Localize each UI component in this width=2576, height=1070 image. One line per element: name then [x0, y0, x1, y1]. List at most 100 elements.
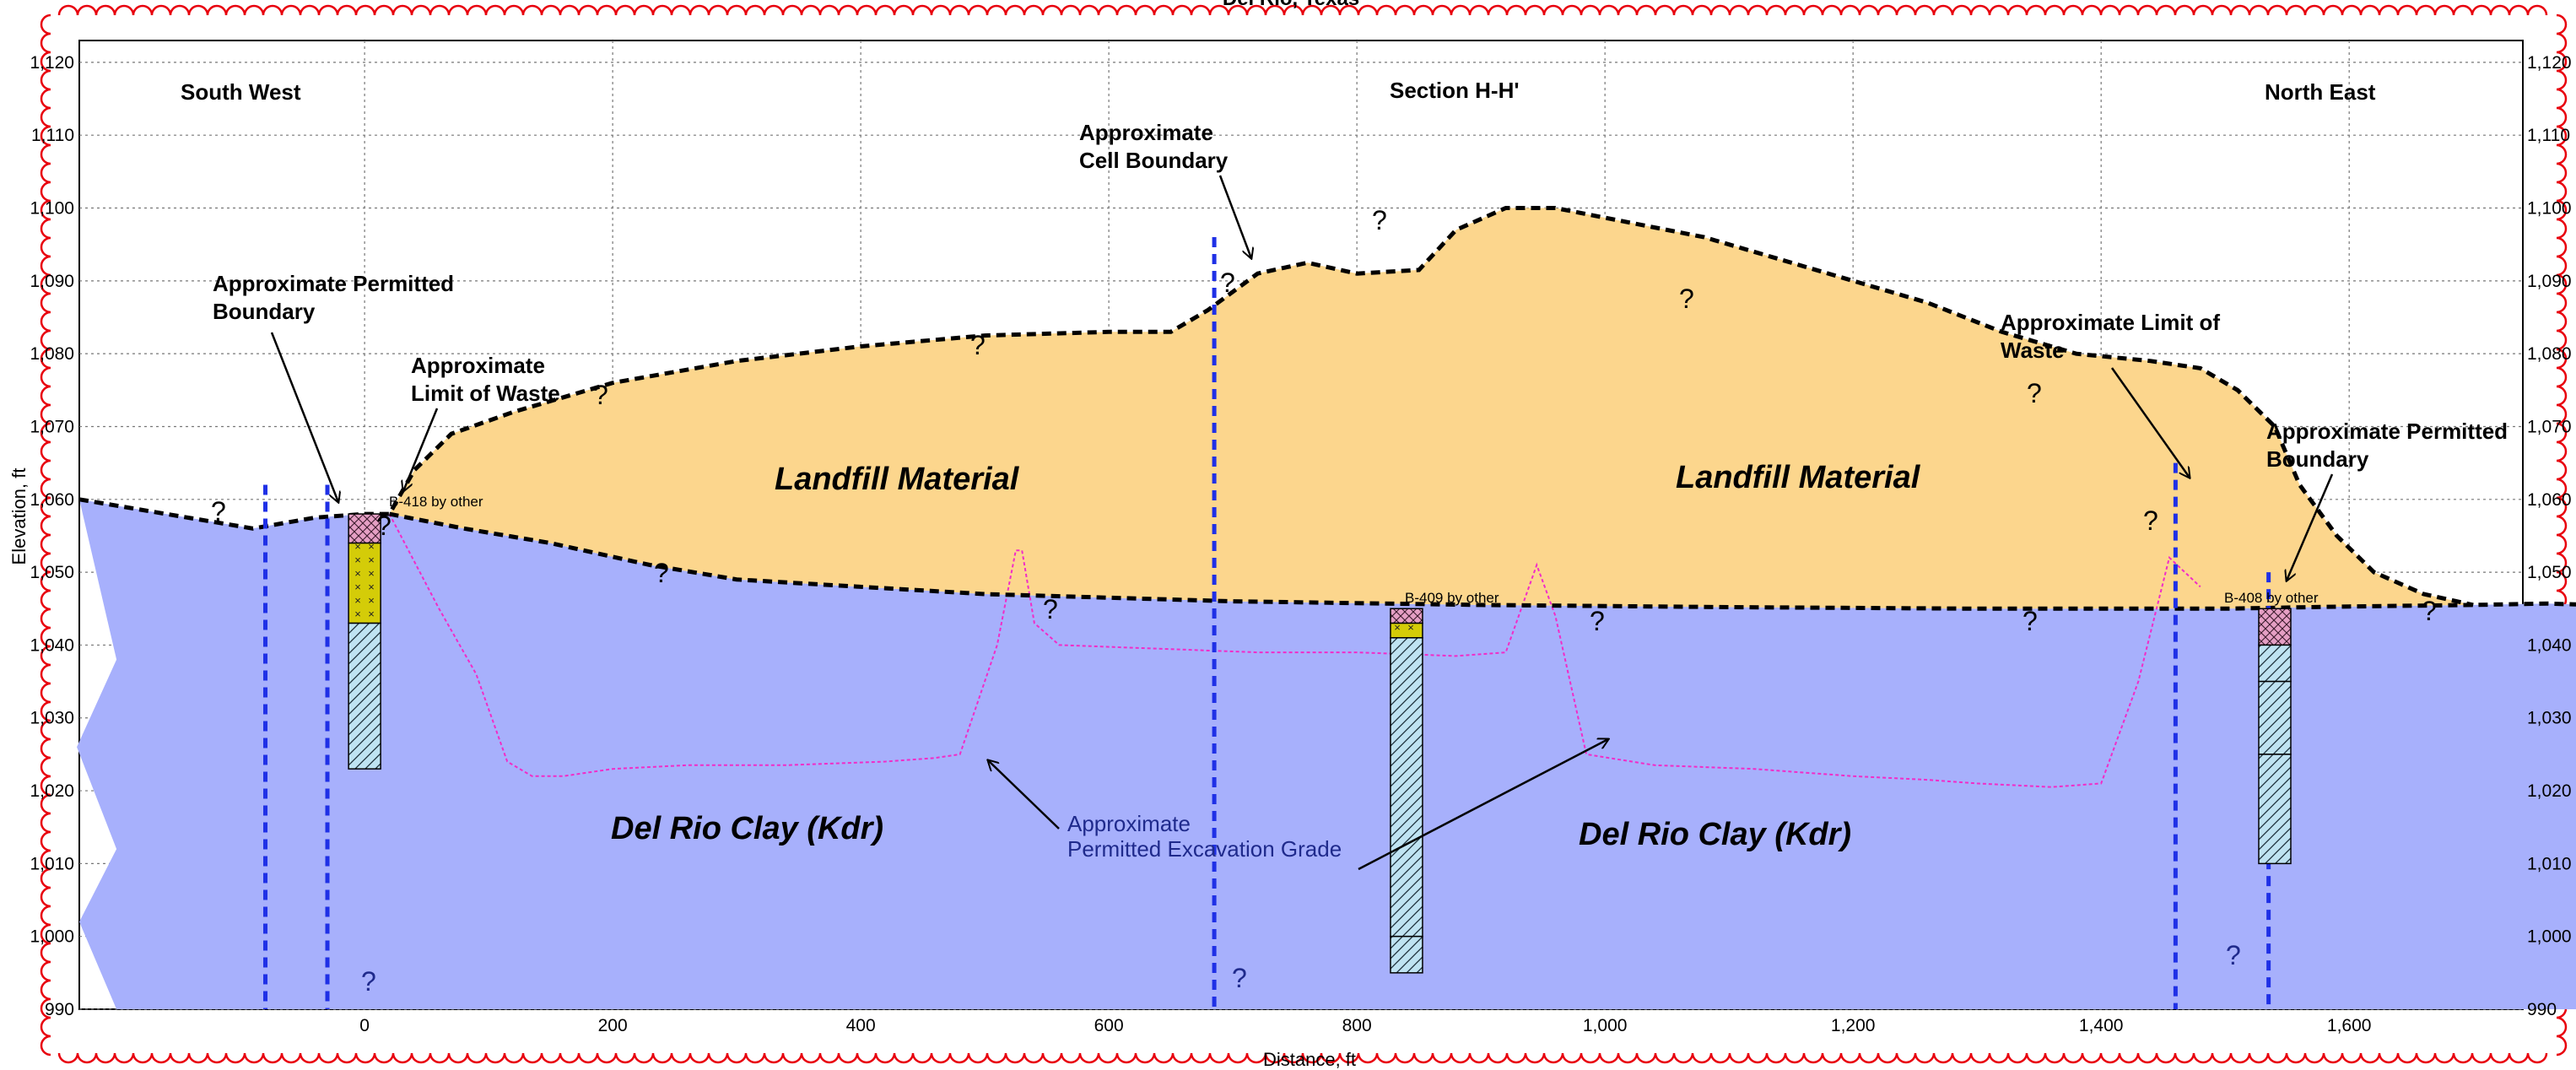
question-mark: ? — [1232, 963, 1247, 993]
top-surface-line — [78, 206, 2474, 608]
limit-of-waste-left-label: Approximate Limit of Waste — [411, 353, 560, 406]
x-tick-label: 1,600 — [2327, 1016, 2372, 1035]
boring-b408-label: B-408 by other — [2224, 590, 2319, 606]
arrow-excavation-grade-left — [988, 760, 1060, 830]
axis-ticks: 0 200 400 600 800 1,000 1,200 1,400 1,600 990 990 1… — [30, 53, 2571, 1035]
y-tick-label-left: 990 — [45, 1000, 74, 1019]
arrow-excavation-grade-right — [1358, 739, 1608, 871]
y-axis-title: Elevation, ft — [8, 468, 30, 565]
y-tick-label-right: 1,060 — [2527, 490, 2572, 510]
question-mark: ? — [970, 330, 986, 360]
y-tick-label-right: 1,000 — [2527, 927, 2572, 947]
y-tick-label-left: 1,070 — [30, 417, 74, 436]
north-east-label: North East — [2265, 79, 2376, 105]
x-tick-label: 400 — [846, 1016, 876, 1035]
boring-layer-segment — [1390, 935, 1423, 974]
boring-layer-segment — [2258, 608, 2292, 646]
question-mark: ? — [1043, 594, 1058, 624]
boring-layer-segment — [2258, 644, 2292, 683]
boring-layer-segment — [1390, 622, 1423, 639]
y-tick-label-right: 1,110 — [2527, 126, 2570, 145]
boring-b409-label: B-409 by other — [1405, 590, 1499, 606]
arrow-cell-boundary — [1218, 175, 1251, 258]
x-tick-label: 1,400 — [2079, 1016, 2124, 1035]
landfill-material-area — [389, 208, 2474, 609]
question-mark: ? — [2422, 596, 2437, 626]
x-tick-label: 1,000 — [1583, 1016, 1628, 1035]
landfill-base-line — [389, 511, 2576, 611]
limit-of-waste-right-line2: Waste — [2001, 338, 2065, 363]
y-tick-label-right: 1,010 — [2527, 854, 2572, 873]
del-rio-clay-area — [77, 499, 2576, 1009]
x-tick-label: 0 — [359, 1016, 370, 1035]
excavation-grade-line — [388, 513, 2201, 788]
y-tick-label-right: 1,120 — [2527, 53, 2572, 73]
excavation-grade-line1: Approximate — [1067, 811, 1191, 836]
permitted-boundary-right-label: Approximate Permitted Boundary — [2266, 419, 2514, 472]
boring-layer-segment — [1390, 608, 1423, 624]
permitted-boundary-right-line2: Boundary — [2266, 446, 2369, 472]
y-tick-label-left: 1,110 — [31, 126, 74, 145]
y-tick-label-left: 1,060 — [30, 490, 74, 510]
cell-boundary-line2: Cell Boundary — [1079, 148, 1229, 173]
boring-layer-segment — [1390, 637, 1423, 938]
landfill-label-left: Landfill Material — [775, 462, 1020, 497]
y-tick-label-left: 1,080 — [30, 344, 74, 364]
permitted-boundary-left-line2: Boundary — [213, 299, 316, 324]
question-mark: ? — [2143, 505, 2158, 536]
clay-label-left: Del Rio Clay (Kdr) — [611, 811, 883, 846]
question-mark: ? — [2226, 940, 2241, 970]
question-mark: ? — [1590, 606, 1605, 636]
x-tick-label: 1,200 — [1831, 1016, 1876, 1035]
boring-layer-segment — [2258, 680, 2292, 755]
y-tick-label-left: 1,040 — [30, 635, 74, 655]
y-tick-label-left: 1,010 — [30, 854, 74, 873]
permitted-boundary-left-label: Approximate Permitted Boundary — [213, 271, 460, 324]
y-tick-label-right: 1,090 — [2527, 272, 2572, 291]
header-fragment: Del Rio, Texas — [1223, 0, 1359, 10]
question-mark: ? — [654, 558, 669, 588]
limit-of-waste-left-line1: Approximate — [411, 353, 545, 378]
y-tick-label-right: 990 — [2527, 1000, 2557, 1019]
question-mark: ? — [2027, 378, 2042, 408]
boring-logs — [348, 513, 2292, 974]
y-tick-label-left: 1,120 — [30, 53, 74, 73]
geology-layers — [77, 206, 2576, 1009]
limit-of-waste-right-label: Approximate Limit of Waste — [2001, 310, 2226, 363]
y-tick-label-left: 1,000 — [30, 927, 74, 947]
arrow-limit-of-waste-right — [2110, 367, 2190, 478]
clay-label-right: Del Rio Clay (Kdr) — [1579, 817, 1851, 852]
x-axis-title: Distance, ft — [1263, 1049, 1356, 1070]
y-tick-label-left: 1,100 — [30, 199, 74, 219]
south-west-label: South West — [181, 79, 301, 105]
boring-layer-segment — [348, 622, 381, 770]
x-tick-label: 200 — [598, 1016, 628, 1035]
y-tick-label-left: 1,030 — [30, 709, 74, 728]
landfill-label-right: Landfill Material — [1676, 460, 1921, 495]
y-tick-label-right: 1,030 — [2527, 709, 2572, 728]
y-tick-label-right: 1,100 — [2527, 199, 2572, 219]
y-tick-label-right: 1,080 — [2527, 344, 2572, 364]
y-tick-label-right: 1,040 — [2527, 635, 2572, 655]
boring-layer-segment — [2258, 754, 2292, 865]
limit-of-waste-right-line1: Approximate Limit of — [2001, 310, 2220, 335]
boring-layer-segment — [348, 513, 381, 544]
question-mark: ? — [361, 966, 376, 997]
question-marks: ? ? ? ? ? ? ? ? ? ? ? ? ? ? ? ? ? — [211, 205, 2437, 997]
excavation-grade-line2: Permitted Excavation Grade — [1067, 836, 1342, 862]
boring-layer-segment — [348, 542, 381, 624]
arrow-limit-of-waste-left — [403, 408, 439, 491]
y-tick-label-right: 1,050 — [2527, 563, 2572, 582]
question-mark: ? — [593, 380, 608, 410]
cell-boundary-line1: Approximate — [1079, 120, 1213, 145]
x-tick-label: 800 — [1342, 1016, 1372, 1035]
arrow-permitted-boundary-right — [2287, 473, 2334, 581]
arrow-permitted-boundary-left — [270, 332, 338, 502]
callout-arrows — [270, 175, 2334, 871]
y-tick-label-right: 1,020 — [2527, 781, 2572, 801]
limit-of-waste-left-line2: Limit of Waste — [411, 381, 560, 406]
x-tick-label: 600 — [1094, 1016, 1124, 1035]
y-tick-label-left: 1,050 — [30, 563, 74, 582]
boring-b418-label: B-418 by other — [389, 494, 483, 510]
